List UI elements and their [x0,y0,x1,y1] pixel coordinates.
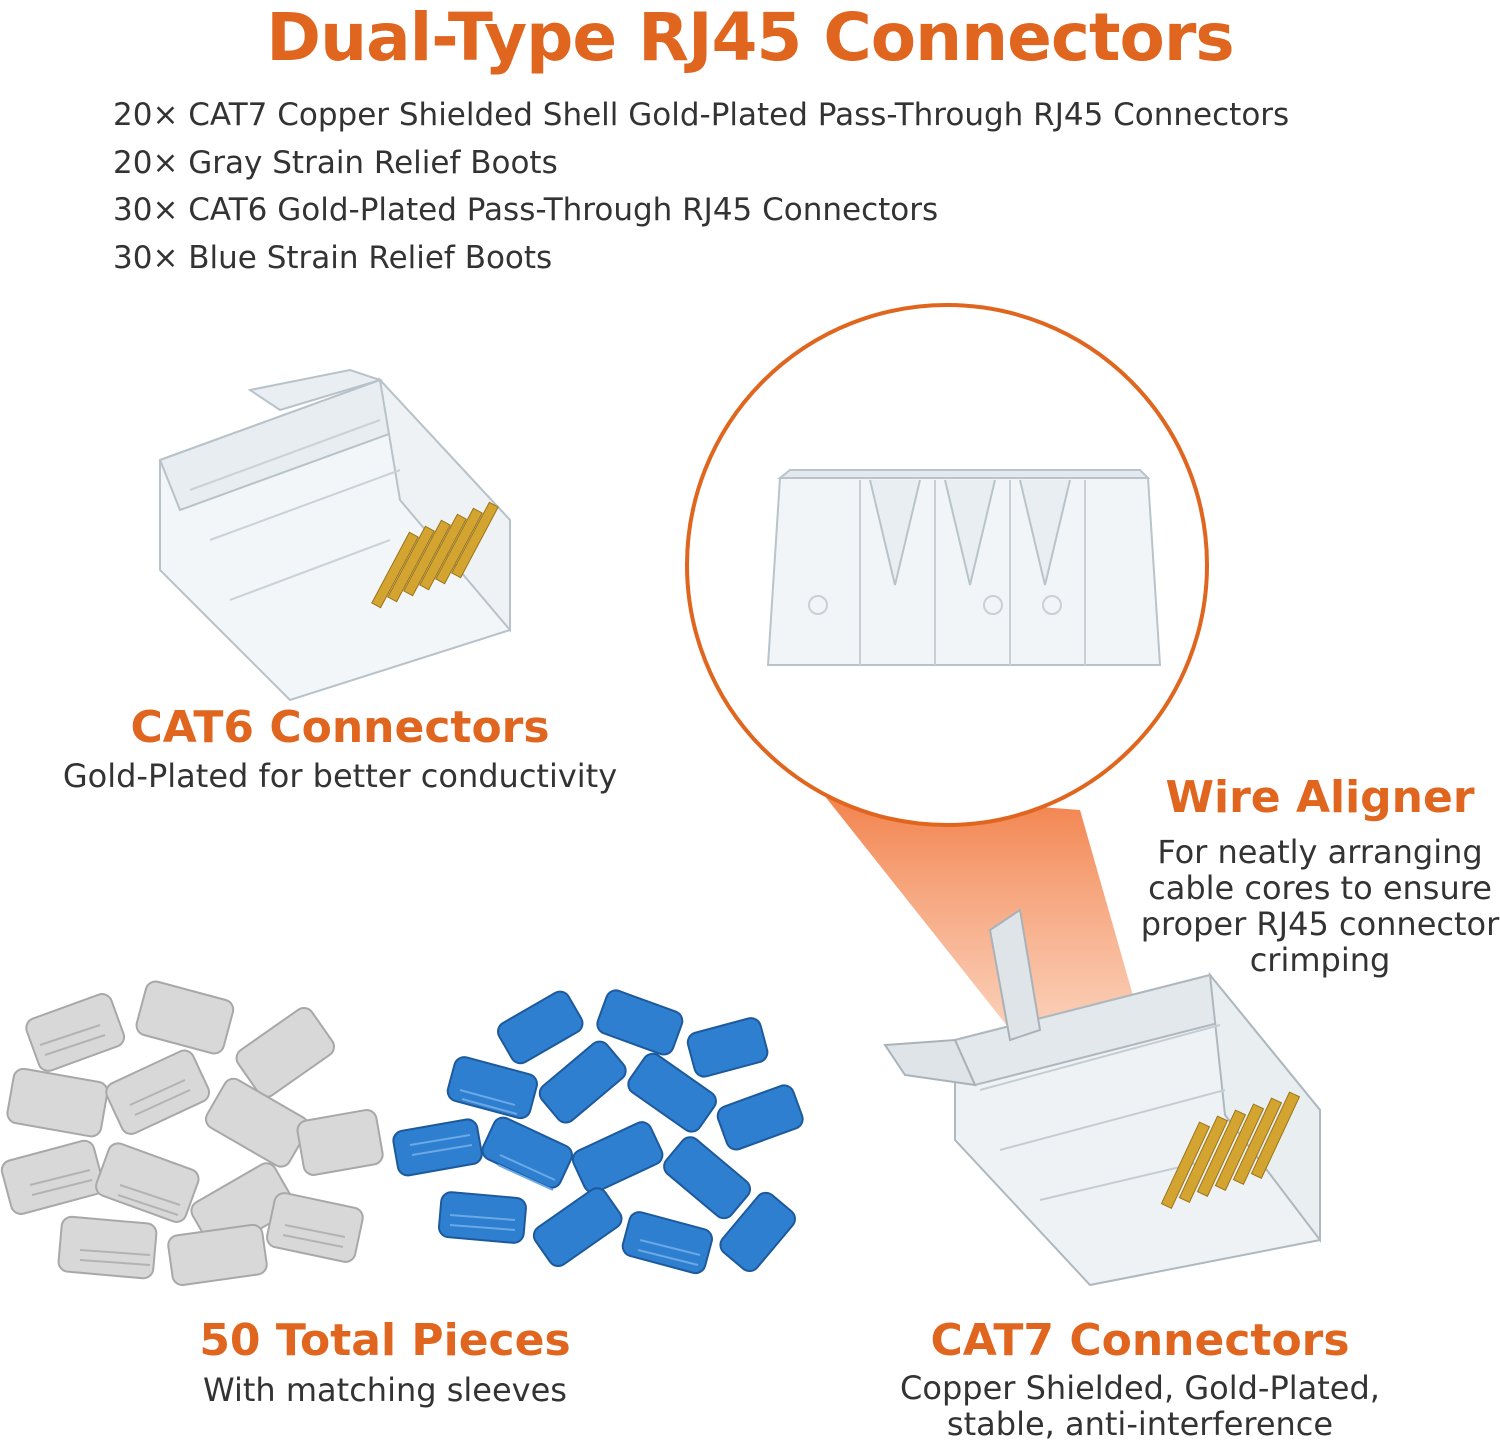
gray-boots-image [0,980,384,1287]
contents-item: 20× Gray Strain Relief Boots [113,144,558,181]
cat7-connector-image [883,908,1321,1287]
total-pieces-description: With matching sleeves [203,1371,567,1409]
cat7-heading: CAT7 Connectors [930,1315,1350,1366]
package-contents-list: 20× CAT7 Copper Shielded Shell Gold-Plat… [113,92,1289,282]
contents-item: 30× CAT6 Gold-Plated Pass-Through RJ45 C… [113,192,939,228]
blue-boots-image [392,989,804,1275]
cat6-description: Gold-Plated for better conductivity [62,757,618,795]
wire-aligner-desc-line: For neatly arranging [1157,833,1483,871]
wire-aligner-desc-line: crimping [1249,941,1391,979]
wire-aligner-desc-line: cable cores to ensure [1148,869,1492,907]
contents-item: 20× CAT7 Copper Shielded Shell Gold-Plat… [113,97,1290,133]
cat7-desc-line: Copper Shielded, Gold-Plated, [900,1369,1380,1407]
total-pieces-heading: 50 Total Pieces [199,1315,571,1366]
cat7-description: Copper Shielded, Gold-Plated, stable, an… [840,1370,1440,1442]
cat6-connector-image [158,368,511,702]
wire-aligner-heading: Wire Aligner [1165,772,1475,823]
wire-aligner-description: For neatly arranging cable cores to ensu… [1120,834,1500,978]
page-title: Dual-Type RJ45 Connectors [266,0,1234,76]
cat7-desc-line: stable, anti-interference [946,1405,1334,1443]
cat6-heading: CAT6 Connectors [130,702,550,753]
contents-item: 30× Blue Strain Relief Boots [113,239,553,276]
wire-aligner-desc-line: proper RJ45 connector [1140,905,1500,943]
